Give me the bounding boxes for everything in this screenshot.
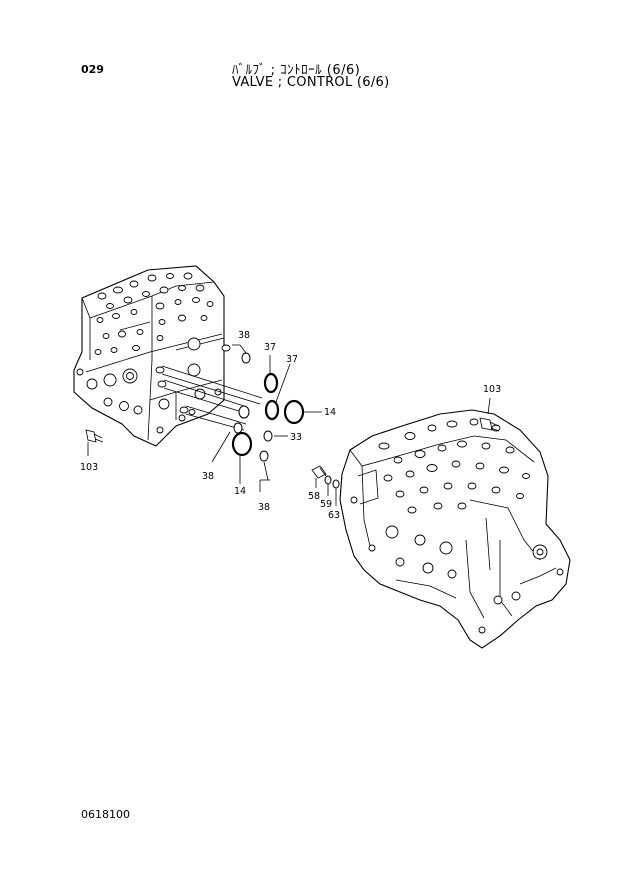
callout-labels: 38 37 37 14 33 38 14 38 103 103 58 59 63: [80, 330, 501, 521]
document-code: 0618100: [81, 808, 130, 821]
callout-58: 58: [308, 491, 320, 502]
right-block-top-holes: [378, 418, 530, 514]
left-valve-block: [73, 265, 225, 447]
bolt-103-right: [479, 397, 500, 432]
callout-38-bottom: 38: [258, 502, 270, 513]
left-block-side-ports: [76, 337, 222, 434]
right-block-side-ports: [350, 496, 564, 634]
callout-33: 33: [290, 432, 302, 443]
callout-37-left: 37: [264, 342, 276, 353]
spool-upper: [155, 365, 263, 413]
right-valve-block: [339, 409, 571, 649]
leader-lines-left: [211, 344, 322, 492]
callout-14-right: 14: [324, 407, 336, 418]
page-title-english: VALVE ; CONTROL (6/6): [232, 75, 390, 90]
page-title-japanese: ﾊﾞﾙﾌﾞ ; ｺﾝﾄﾛｰﾙ (6/6): [232, 63, 361, 78]
page-number: 029: [81, 63, 104, 76]
plug-assembly: [311, 465, 340, 506]
callout-38-top: 38: [238, 330, 250, 341]
callout-14-bottom: 14: [234, 486, 246, 497]
left-block-top-holes: [94, 272, 214, 355]
callout-37-right: 37: [286, 354, 298, 365]
o-rings: [231, 372, 305, 462]
callout-59: 59: [320, 499, 332, 510]
callout-103-left: 103: [80, 462, 98, 473]
spool-rods: [155, 344, 273, 442]
callout-103-right: 103: [483, 384, 501, 395]
callout-63: 63: [328, 510, 340, 521]
bolt-103-left: [85, 429, 104, 456]
callout-38-left: 38: [202, 471, 214, 482]
